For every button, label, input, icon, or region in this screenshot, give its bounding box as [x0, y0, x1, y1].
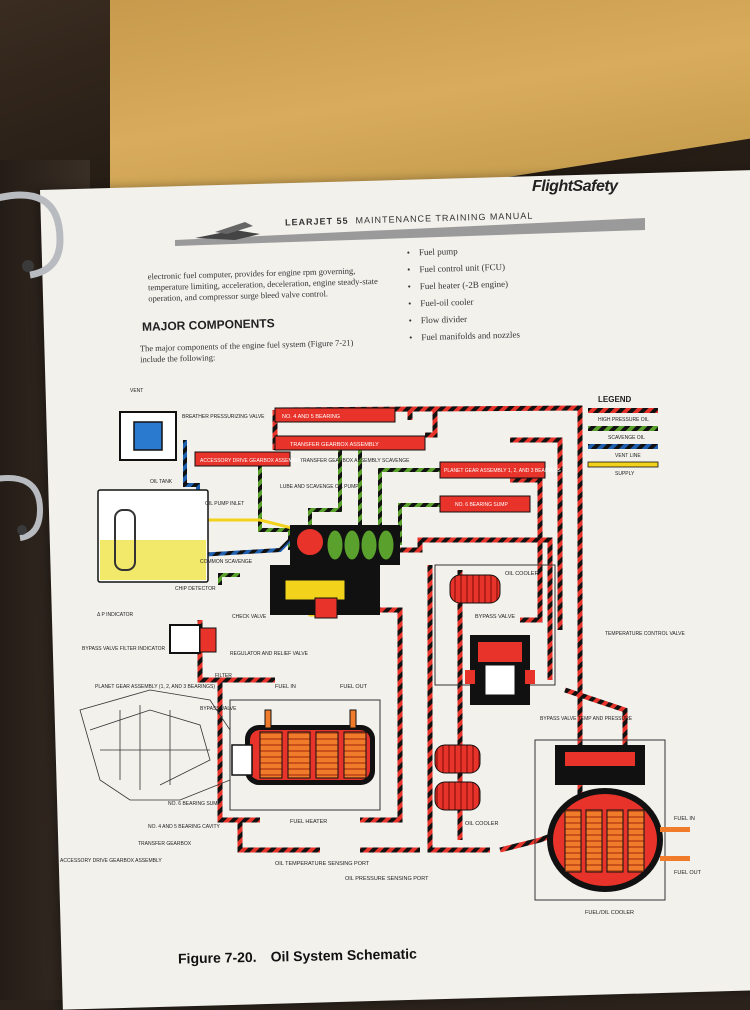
- figure-title: Oil System Schematic: [270, 945, 418, 965]
- oil-cooler-bottom: [434, 744, 481, 811]
- breather-valve: VENT BREATHER PRESSURIZING VALVE: [119, 388, 265, 461]
- label-oil-press-port: OIL PRESSURE SENSING PORT: [345, 876, 429, 882]
- oil-tank: OIL TANK: [97, 479, 209, 583]
- label-no6-bearing-sump: NO. 6 BEARING SUMP: [168, 801, 221, 807]
- label-fuel-in: FUEL IN: [275, 684, 296, 690]
- legend-title: LEGEND: [598, 395, 632, 404]
- aircraft-name: LEARJET 55: [284, 215, 349, 228]
- legend-swatch-supply: [587, 461, 659, 468]
- label-no45-cavity: NO. 4 AND 5 BEARING CAVITY: [148, 824, 221, 830]
- label-fuel-out: FUEL OUT: [340, 684, 368, 690]
- legend-label-scavenge: SCAVENGE OIL: [608, 435, 645, 441]
- label-accessory-drive-engine: ACCESSORY DRIVE GEARBOX ASSEMBLY: [60, 858, 162, 864]
- label-fuel-heater: FUEL HEATER: [290, 819, 327, 825]
- label-bypass-filter: BYPASS VALVE FILTER INDICATOR: [82, 646, 165, 652]
- label-bypass-temp-press: BYPASS VALVE TEMP AND PRESSURE: [540, 716, 633, 722]
- intro-text: electronic fuel computer, provides for e…: [147, 265, 378, 304]
- label-lube-scavenge-pump: LUBE AND SCAVENGE OIL PUMP: [280, 484, 359, 490]
- legend: LEGEND HIGH PRESSURE OIL SCAVENGE OIL VE…: [587, 395, 659, 477]
- oil-cooler-top: [434, 564, 556, 686]
- planet-gear-box: [439, 461, 546, 479]
- no4-bearing-box: [274, 407, 396, 423]
- label-p-indicator: Δ P INDICATOR: [97, 612, 134, 618]
- figure-number: Figure 7-20.: [177, 948, 257, 967]
- label-no6-sump: NO. 6 BEARING SUMP: [455, 502, 508, 508]
- legend-label-supply: SUPPLY: [615, 471, 635, 477]
- header-banner: [175, 218, 645, 246]
- label-planet-gear: PLANET GEAR ASSEMBLY 1, 2, AND 3 BEARING…: [444, 468, 561, 474]
- component-list: Fuel pump Fuel control unit (FCU) Fuel h…: [407, 244, 521, 349]
- label-oil-tank: OIL TANK: [150, 479, 173, 485]
- bypass-valve-body: [465, 635, 535, 705]
- accessory-drive-box: [194, 451, 291, 467]
- label-chip-detector: CHIP DETECTOR: [175, 586, 216, 592]
- label-vent: VENT: [130, 388, 143, 394]
- filter-element: [199, 627, 217, 653]
- legend-label-high-pressure: HIGH PRESSURE OIL: [598, 417, 649, 423]
- label-oil-cooler-top: OIL COOLER: [505, 571, 538, 577]
- legend-label-vent: VENT LINE: [615, 453, 641, 459]
- label-regulator: REGULATOR AND RELIEF VALVE: [230, 651, 309, 657]
- label-oil-pump-inlet: OIL PUMP INLET: [205, 501, 244, 507]
- label-no4-bearing: NO. 4 AND 5 BEARING: [282, 414, 340, 420]
- label-filter: FILTER: [215, 673, 232, 679]
- label-transfer-gearbox: TRANSFER GEARBOX ASSEMBLY: [290, 442, 379, 448]
- label-check-valve: CHECK VALVE: [232, 614, 267, 620]
- fuel-heater: [229, 699, 381, 811]
- oil-pump: [270, 525, 400, 619]
- label-fuel-in-right: FUEL IN: [674, 816, 695, 822]
- label-oil-temp-port: OIL TEMPERATURE SENSING PORT: [275, 861, 370, 867]
- label-transfer-gearbox-engine: TRANSFER GEARBOX: [138, 841, 192, 847]
- label-temp-control: TEMPERATURE CONTROL VALVE: [605, 631, 685, 637]
- oil-system-schematic: LEGEND HIGH PRESSURE OIL SCAVENGE OIL VE…: [60, 388, 702, 916]
- label-oil-cooler-bottom: OIL COOLER: [465, 821, 498, 827]
- transfer-gearbox-box: [274, 435, 426, 451]
- label-common-scavenge: COMMON SCAVENGE: [200, 559, 253, 565]
- label-bypass-valve: BYPASS VALVE: [475, 614, 515, 620]
- brand-logo: FlightSafety: [532, 178, 618, 195]
- list-item: Fuel manifolds and nozzles: [409, 329, 520, 349]
- filter-body: [169, 624, 201, 654]
- legend-swatch-scavenge: [588, 426, 658, 431]
- label-planet-gear-list: PLANET GEAR ASSEMBLY (1, 2, AND 3 BEARIN…: [95, 684, 215, 690]
- binder-rings: [0, 191, 64, 541]
- label-transfer-scavenge: TRANSFER GEARBOX ASSEMBLY SCAVENGE: [300, 458, 410, 464]
- label-breather: BREATHER PRESSURIZING VALVE: [182, 414, 265, 420]
- fuel-oil-cooler: [534, 739, 690, 901]
- label-fuel-oil-cooler: FUEL/OIL COOLER: [585, 910, 634, 916]
- legend-swatch-high-pressure: [588, 408, 658, 413]
- label-bypass-valve-small: BYPASS VALVE: [200, 706, 237, 712]
- no6-sump-box: [439, 495, 531, 513]
- label-accessory-drive: ACCESSORY DRIVE GEARBOX ASSEMBLY: [200, 458, 302, 464]
- legend-swatch-vent: [588, 444, 658, 449]
- label-fuel-out-right: FUEL OUT: [674, 870, 702, 876]
